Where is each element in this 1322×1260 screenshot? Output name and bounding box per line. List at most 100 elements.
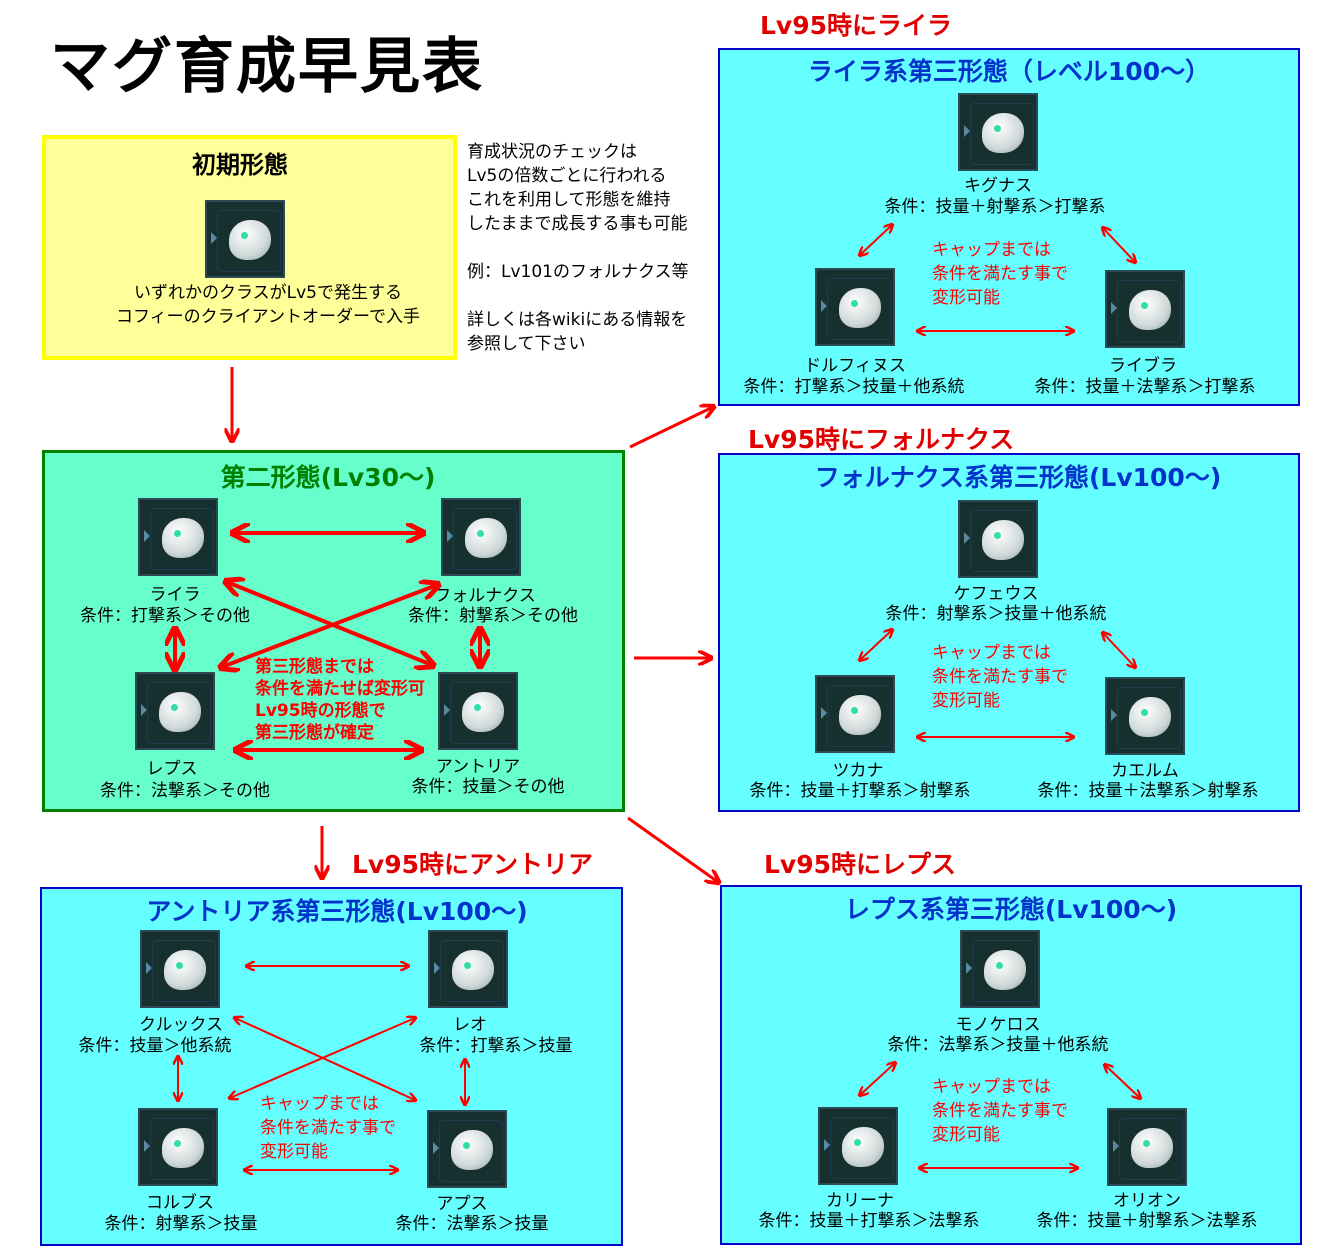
icon-part: [851, 707, 858, 714]
growth-notes: 育成状況のチェックは Lv5の倍数ごとに行われる これを利用して形態を維持 した…: [467, 140, 688, 356]
third-form-note: 条件を満たす事で: [260, 1118, 396, 1138]
transform-arrow: [222, 585, 437, 667]
mag-name: レプス: [146, 759, 198, 779]
notes-line: したままで成長する事も可能: [467, 214, 688, 234]
icon-part: [1111, 302, 1117, 314]
page-title: マグ育成早見表: [50, 32, 484, 102]
mag-icon: [958, 93, 1038, 171]
mag-icon: [138, 1108, 218, 1186]
icon-part: [451, 1130, 493, 1170]
mag-icon: [818, 1107, 898, 1185]
icon-part: [174, 1140, 181, 1147]
icon-part: [964, 125, 970, 137]
mag-name: モノケロス: [955, 1015, 1041, 1035]
mag-name: アプス: [436, 1194, 488, 1214]
icon-part: [176, 962, 183, 969]
mag-icon: [427, 1110, 507, 1188]
icon-part: [964, 532, 970, 544]
third-form-heading: ライラ系第三形態（レベル100～）: [807, 57, 1211, 86]
icon-part: [447, 530, 453, 542]
icon-part: [982, 520, 1024, 560]
mag-icon: [441, 498, 521, 576]
mag-name: レオ: [453, 1015, 487, 1035]
transform-arrow: [1105, 1065, 1140, 1098]
icon-part: [477, 530, 484, 537]
mag-icon: [138, 498, 218, 576]
icon-part: [462, 692, 504, 732]
mag-name: オリオン: [1113, 1191, 1181, 1211]
icon-part: [146, 962, 152, 974]
icon-part: [444, 704, 450, 716]
icon-part: [851, 300, 858, 307]
notes-line: 育成状況のチェックは: [467, 142, 637, 162]
mag-icon: [1107, 1108, 1187, 1186]
icon-part: [463, 1142, 470, 1149]
mag-condition: 条件：技量＋法撃系＞射撃系: [1037, 781, 1259, 801]
mag-condition: 条件：打撃系＞技量＋他系統: [743, 377, 965, 397]
mag-condition: 条件：技量＋射撃系＞打撃系: [884, 197, 1106, 217]
third-form-note: 変形可能: [260, 1142, 328, 1162]
mag-icon: [438, 672, 518, 750]
icon-part: [821, 300, 827, 312]
icon-part: [994, 532, 1001, 539]
notes-example: 例：Lv101のフォルナクス等: [467, 262, 689, 282]
mag-name: ドルフィヌス: [804, 356, 906, 376]
mag-name: ケフェウス: [953, 584, 1039, 604]
icon-part: [465, 518, 507, 558]
transform-arrow: [860, 1063, 895, 1095]
mag-condition: 条件：技量＋法撃系＞打撃系: [1034, 377, 1256, 397]
transform-arrow: [860, 630, 892, 660]
mag-icon: [815, 675, 895, 753]
mag-condition: 条件：技量＋射撃系＞法撃系: [1036, 1211, 1258, 1231]
mag-icon: [1105, 677, 1185, 755]
mag-icon: [1105, 270, 1185, 348]
transform-arrow: [860, 225, 892, 255]
mag-condition: 条件：法撃系＞技量: [395, 1214, 549, 1234]
icon-part: [141, 704, 147, 716]
mag-condition: 条件：技量＞他系統: [78, 1036, 232, 1056]
icon-part: [1129, 290, 1171, 330]
icon-part: [144, 530, 150, 542]
icon-part: [162, 1128, 204, 1168]
third-form-heading: アントリア系第三形態(Lv100～): [146, 897, 528, 926]
icon-part: [839, 695, 881, 735]
mag-name: クルックス: [139, 1015, 223, 1035]
second-form-note: 条件を満たせば変形可: [255, 679, 425, 699]
mag-condition: 条件：法撃系＞技量＋他系統: [887, 1035, 1109, 1055]
evolution-trigger-label: Lv95時にフォルナクス: [748, 425, 1015, 454]
icon-part: [984, 950, 1026, 990]
mag-name: アントリア: [435, 757, 521, 777]
mag-name: コルブス: [146, 1193, 214, 1213]
icon-part: [821, 707, 827, 719]
icon-part: [159, 692, 201, 732]
icon-part: [174, 530, 181, 537]
icon-part: [1143, 1140, 1150, 1147]
icon-part: [241, 232, 248, 239]
mag-condition: 条件：射撃系＞技量: [104, 1214, 258, 1234]
mag-icon: [960, 930, 1040, 1008]
icon-part: [452, 950, 494, 990]
evolution-trigger-label: Lv95時にレプス: [764, 850, 957, 879]
second-form-heading: 第二形態(Lv30～): [220, 463, 436, 492]
mag-icon: [958, 500, 1038, 578]
mag-icon: [140, 930, 220, 1008]
icon-part: [854, 1139, 861, 1146]
third-form-note: キャップまでは: [932, 1077, 1051, 1097]
mag-name: ライブラ: [1109, 356, 1177, 376]
second-form-note: Lv95時の形態で: [255, 701, 386, 721]
mag-condition: 条件：技量＋打撃系＞射撃系: [749, 781, 971, 801]
icon-part: [144, 1140, 150, 1152]
icon-part: [171, 704, 178, 711]
third-form-note: 変形可能: [932, 1125, 1000, 1145]
evolution-trigger-label: Lv95時にライラ: [760, 11, 953, 40]
initial-form-heading: 初期形態: [192, 151, 288, 179]
mag-name: カリーナ: [826, 1191, 894, 1211]
mag-icon: [428, 930, 508, 1008]
mag-icon: [135, 672, 215, 750]
icon-part: [982, 113, 1024, 153]
third-form-note: 条件を満たす事で: [932, 1101, 1068, 1121]
icon-part: [474, 704, 481, 711]
notes-line: 参照して下さい: [467, 334, 586, 354]
initial-form-line: コフィーのクライアントオーダーで入手: [116, 307, 420, 327]
